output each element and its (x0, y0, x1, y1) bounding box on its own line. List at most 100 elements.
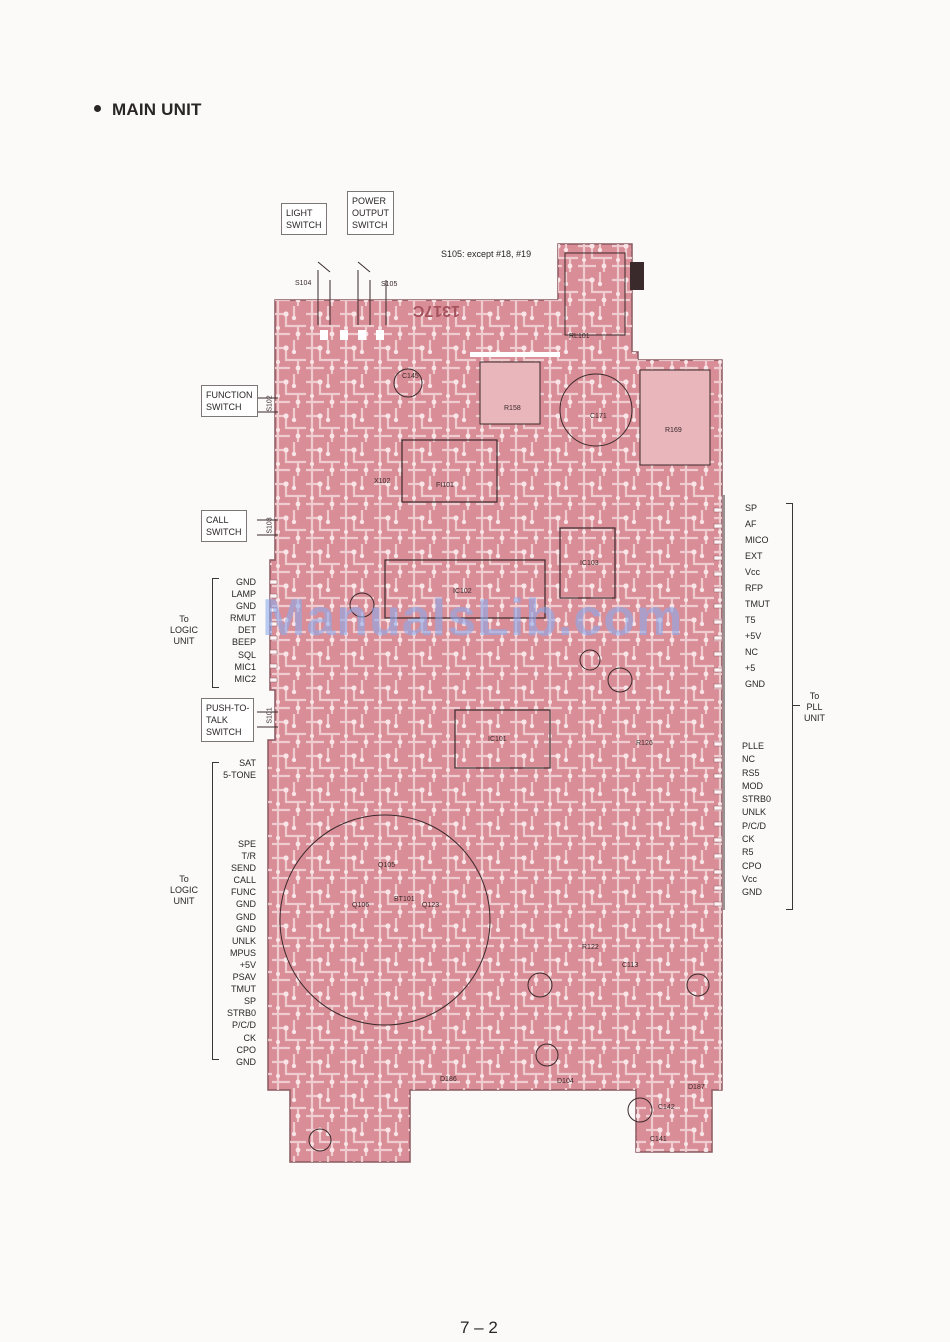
signal-label: GND (236, 923, 256, 934)
signal-label: GND (236, 577, 256, 587)
signal-label: +5V (745, 631, 762, 641)
right-group-label: To PLL UNIT (804, 691, 825, 724)
ref-x102: X102 (374, 478, 391, 485)
signal-label: FUNC (231, 887, 256, 898)
ref-bt101: BT101 (394, 896, 415, 903)
ref-r158: R158 (504, 405, 521, 412)
ic101-outline (454, 709, 551, 769)
signal-label: RS5 (742, 767, 760, 778)
signal-label: CALL (233, 875, 256, 886)
ref-ic103: IC103 (580, 560, 599, 567)
ref-r126: R126 (636, 740, 653, 747)
signal-label: SP (745, 503, 758, 513)
left-group-2-top-signals: SAT 5-TONE (223, 757, 256, 781)
heading-text: MAIN UNIT (112, 100, 202, 119)
ref-ic101: IC101 (488, 736, 507, 743)
ref-s101: S101 (266, 707, 274, 724)
ic103-outline (559, 527, 616, 599)
signal-label: +5V (239, 959, 256, 970)
right-bracket-tick (793, 705, 800, 706)
signal-label: T5 (745, 615, 756, 625)
ref-s105: S105 (381, 281, 398, 288)
power-output-switch-box: POWER OUTPUT SWITCH (347, 191, 394, 235)
label-line: LOGIC (170, 625, 199, 635)
signal-label: Vcc (742, 873, 758, 884)
box-line: SWITCH (206, 527, 242, 537)
signal-label: GND (236, 601, 256, 612)
ref-r122: R122 (582, 944, 599, 951)
ref-q105: Q105 (378, 862, 396, 869)
signal-label: AF (745, 519, 757, 529)
call-switch-box: CALL SWITCH (201, 510, 247, 542)
bullet-icon (94, 105, 101, 113)
ref-d186: D186 (440, 1076, 457, 1083)
box-line: SWITCH (286, 220, 322, 230)
ref-c141: C141 (650, 1136, 667, 1143)
c171-outline (559, 373, 633, 447)
signal-label: SAT (239, 758, 256, 768)
signal-label: MIC1 (234, 661, 256, 672)
signal-label: RFP (745, 583, 763, 593)
box-line: SWITCH (206, 402, 242, 412)
ref-c142: C142 (658, 1104, 675, 1111)
box-line: LIGHT (286, 208, 313, 218)
label-line: LOGIC (170, 885, 199, 895)
ref-d187: D187 (688, 1084, 705, 1091)
label-line: To (179, 874, 189, 884)
signal-label: GND (745, 679, 765, 689)
ref-s104: S104 (295, 280, 312, 287)
fi101-outline (401, 439, 498, 503)
ref-s103: S103 (266, 517, 274, 534)
signal-label: PLLE (742, 741, 765, 751)
label-line: To (809, 691, 820, 701)
box-line: FUNCTION (206, 390, 253, 400)
box-line: SWITCH (352, 220, 388, 230)
ref-q123: Q123 (422, 902, 440, 909)
left-group-1-signals: GND LAMP GND RMUT DET BEEP SQL MIC1 MIC2 (230, 576, 256, 685)
signal-label: T/R (241, 851, 257, 862)
signal-label: NC (745, 647, 758, 657)
box-line: POWER (352, 196, 387, 206)
page-number: 7 – 2 (460, 1318, 498, 1337)
signal-label: GND (236, 1056, 256, 1067)
box-line: CALL (206, 515, 229, 525)
right-group-top-signals: SP AF MICO EXT Vcc RFP TMUT T5 +5V NC +5… (745, 500, 770, 692)
signal-label: CPO (236, 1044, 256, 1055)
signal-label: UNLK (231, 935, 256, 946)
bt101-outline (279, 814, 491, 1026)
left-bracket-2 (212, 762, 219, 1060)
ref-r169: R169 (665, 427, 682, 434)
signal-label: R5 (742, 847, 754, 858)
signal-label: CPO (742, 860, 762, 871)
label-line: UNIT (173, 896, 195, 906)
light-switch-box: LIGHT SWITCH (281, 203, 327, 235)
signal-label: GND (236, 899, 256, 910)
left-group-2-signals: SPE T/R SEND CALL FUNC GND GND GND UNLK … (227, 838, 256, 1068)
signal-label: GND (236, 911, 256, 922)
signal-label: TMUT (745, 599, 770, 609)
box-line: PUSH-TO- (206, 703, 250, 713)
label-line: To (179, 614, 189, 624)
signal-label: BEEP (231, 637, 256, 648)
signal-label: DET (238, 625, 256, 636)
ref-c113: C113 (622, 962, 639, 969)
signal-label: RMUT (230, 613, 256, 624)
signal-label: MPUS (229, 947, 256, 958)
signal-label: SEND (230, 863, 256, 874)
signal-label: CK (742, 834, 755, 845)
signal-label: EXT (745, 551, 763, 561)
signal-label: P/C/D (742, 820, 767, 831)
ref-c171: C171 (590, 413, 607, 420)
ref-fi101: FI101 (436, 482, 454, 489)
signal-label: GND (742, 887, 762, 898)
page-heading: MAIN UNIT (94, 100, 202, 120)
board-code: 1317C (412, 302, 460, 319)
label-line: PLL (806, 702, 823, 712)
push-to-talk-switch-box: PUSH-TO- TALK SWITCH (201, 698, 255, 742)
signal-label: P/C/D (231, 1020, 256, 1031)
signal-label: MIC2 (234, 673, 256, 684)
signal-label: UNLK (742, 807, 767, 818)
ref-d104: D104 (557, 1078, 574, 1085)
left-bracket-1 (212, 578, 219, 688)
